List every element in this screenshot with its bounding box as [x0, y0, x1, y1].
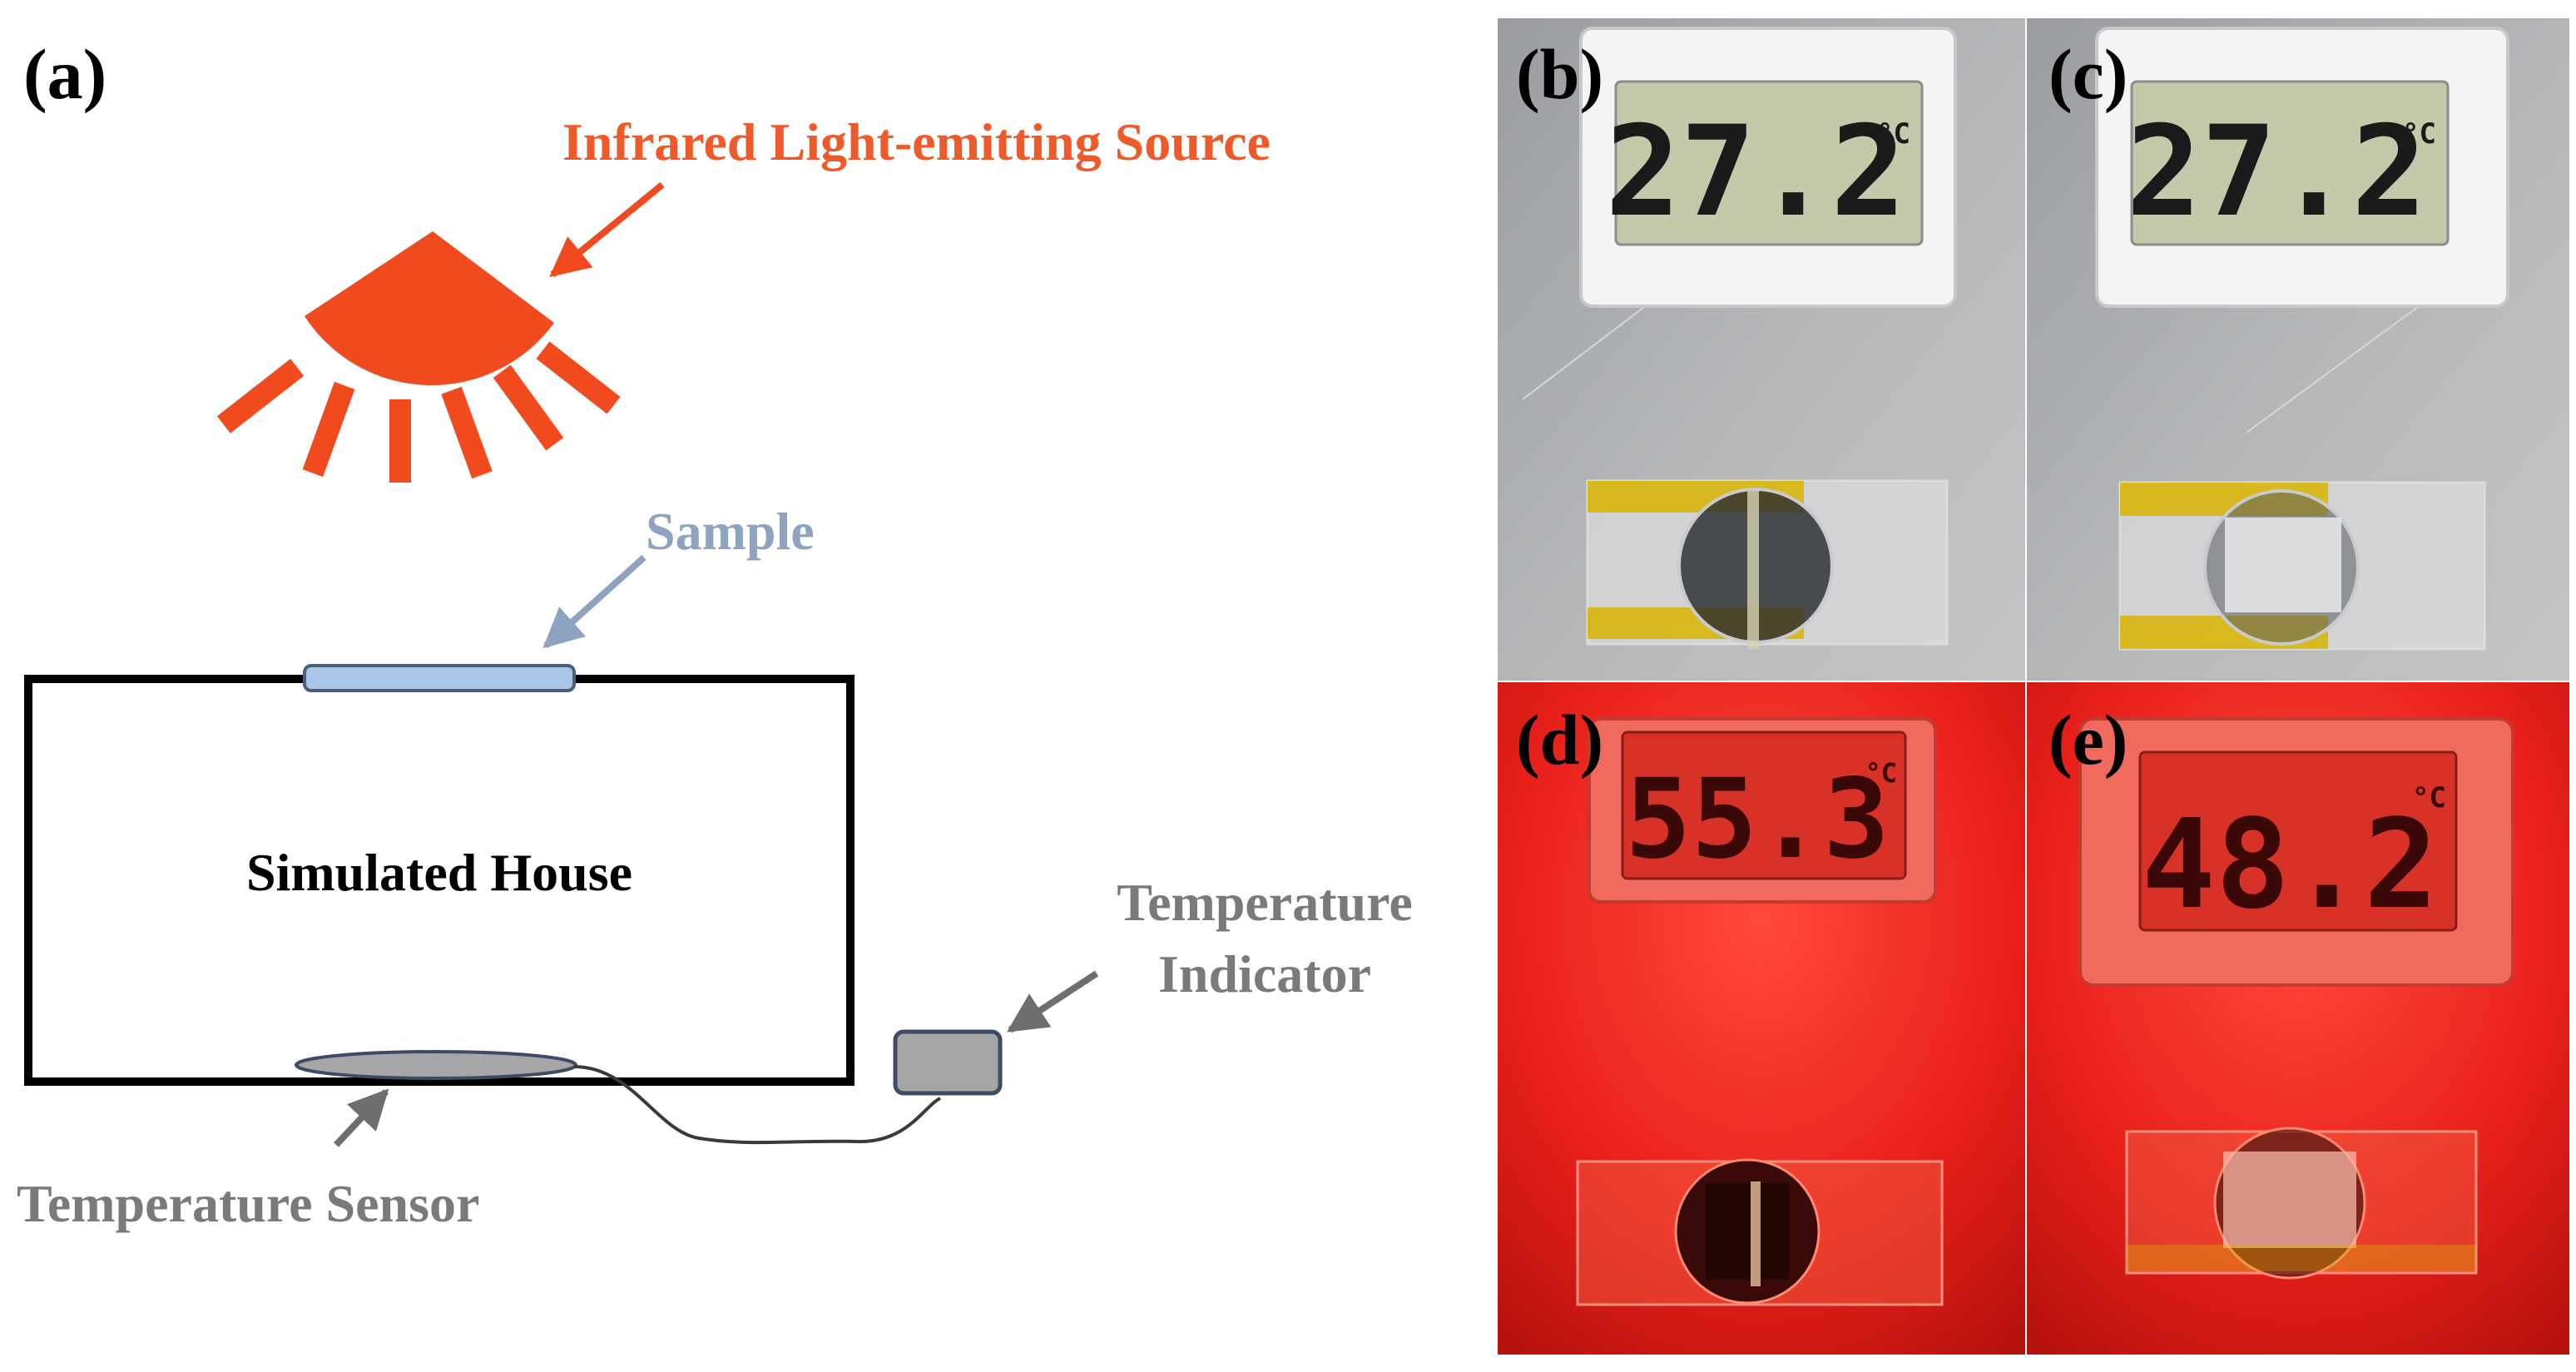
temperature-indicator	[893, 1029, 1003, 1096]
sample-film-transparent	[2223, 1152, 2356, 1248]
panel-e-label: (e)	[2048, 700, 2128, 780]
temperature-reading: 27.2	[1605, 100, 1905, 245]
panel-d-label: (d)	[1516, 700, 1603, 780]
panel-c-label: (c)	[2048, 34, 2128, 114]
simulated-house	[24, 675, 855, 1086]
sample-arrow	[542, 555, 646, 649]
unit-label: °C	[2402, 117, 2436, 151]
unit-label: °C	[2412, 781, 2446, 815]
indicator-arrow	[1006, 970, 1099, 1033]
temperature-reading: 27.2	[2126, 100, 2426, 245]
unit-label: °C	[1865, 757, 1897, 789]
ir-source-icon	[216, 231, 621, 483]
temperature-reading: 48.2	[2142, 793, 2438, 936]
house-label: Simulated House	[246, 843, 632, 902]
sensor-label: Temperature Sensor	[17, 1174, 479, 1233]
panel-a: (a) Infrared Light-emitting Source Sampl…	[17, 34, 1413, 1233]
panel-b-label: (b)	[1516, 34, 1603, 114]
ir-source-arrow	[549, 181, 665, 278]
lcd-screen	[1621, 731, 1907, 880]
panel-e-photo: 48.2 °C (e)	[2027, 682, 2569, 1355]
sample-film-transparent	[2225, 518, 2341, 612]
ir-source-label: Infrared Light-emitting Source	[562, 112, 1271, 171]
lcd-screen	[1614, 80, 1924, 246]
lcd-screen	[2138, 750, 2458, 932]
sensor-arrow	[334, 1088, 389, 1147]
indicator-label-line2: Indicator	[1158, 944, 1371, 1003]
panel-a-label: (a)	[23, 34, 107, 114]
panel-b-photo: 27.2 °C (b)	[1498, 18, 2025, 681]
panel-d-photo: 55.3 °C (d)	[1498, 682, 2025, 1355]
lcd-screen	[2130, 80, 2450, 246]
sensor-cable	[573, 1065, 942, 1145]
indicator-label-line1: Temperature	[1117, 873, 1413, 932]
unit-label: °C	[1876, 117, 1910, 151]
panel-c-photo: 27.2 °C (c)	[2027, 18, 2569, 681]
sample-label: Sample	[646, 502, 815, 561]
temperature-sensor	[295, 1050, 577, 1080]
sample	[303, 664, 576, 692]
temperature-reading: 55.3	[1625, 755, 1890, 884]
